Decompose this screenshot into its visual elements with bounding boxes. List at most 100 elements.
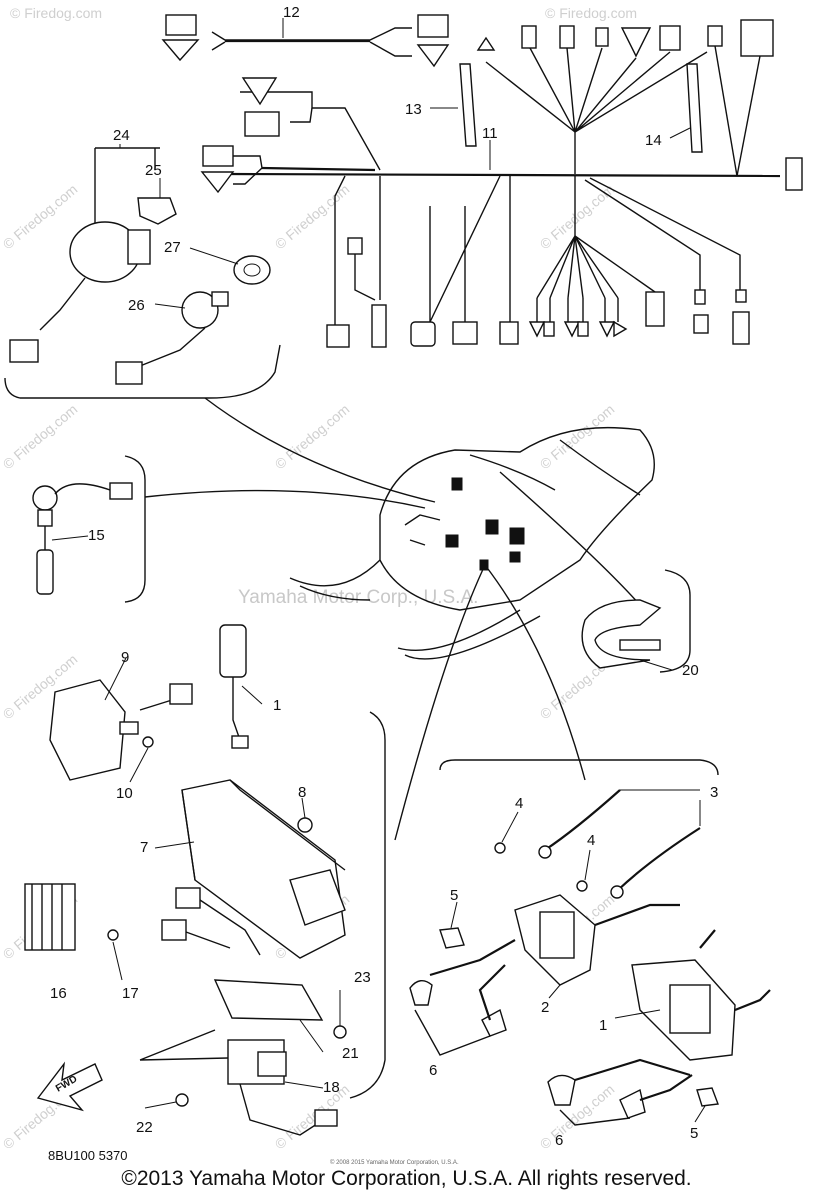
connector <box>410 321 436 347</box>
bolt <box>175 1093 189 1107</box>
cable-tie <box>686 63 703 153</box>
callout-18: 18 <box>323 1079 340 1096</box>
cdi-bracket <box>289 869 346 926</box>
component-marker <box>509 527 525 545</box>
terminal <box>610 885 624 899</box>
mount-plate <box>119 721 139 735</box>
connector <box>416 44 450 68</box>
callout-2: 2 <box>541 999 549 1016</box>
connector <box>244 111 280 137</box>
snowmobile-body <box>289 426 655 660</box>
callout-4b: 4 <box>587 832 595 849</box>
clamp <box>439 927 465 949</box>
connector <box>326 324 350 348</box>
wire-harness <box>161 14 803 348</box>
watermark: © Firedog.com <box>545 5 637 21</box>
sensor <box>36 549 54 595</box>
rectifier-group <box>49 679 193 781</box>
callout-26: 26 <box>128 297 145 314</box>
connector <box>693 314 709 334</box>
relay-body <box>257 1051 287 1077</box>
connector <box>559 25 575 49</box>
callout-12: 12 <box>283 4 300 21</box>
connector <box>200 171 235 194</box>
callout-23: 23 <box>354 969 371 986</box>
callout-16: 16 <box>50 985 67 1002</box>
connector <box>740 19 774 57</box>
watermark: © Firedog.com <box>272 1081 353 1152</box>
bolt <box>297 817 313 833</box>
grommet <box>233 255 271 285</box>
callout-6b: 6 <box>555 1132 563 1149</box>
connector <box>528 321 546 338</box>
relay-bracket <box>213 979 324 1021</box>
rectifier <box>49 679 126 781</box>
callout-7: 7 <box>140 839 148 856</box>
callout-11: 11 <box>482 125 498 142</box>
connector <box>115 361 143 385</box>
plug-cap <box>481 1008 507 1037</box>
connector <box>202 145 234 167</box>
callout-1: 1 <box>599 1017 607 1034</box>
component-marker <box>451 477 463 491</box>
connector <box>499 321 519 345</box>
connector <box>241 77 278 106</box>
condenser-group <box>219 624 249 749</box>
cable-band-strip <box>619 639 661 651</box>
connector <box>785 157 803 191</box>
connector <box>732 311 750 345</box>
bolt <box>107 929 119 941</box>
watermark: © Firedog.com <box>537 401 618 472</box>
cable-tie <box>459 63 477 147</box>
callout-9: 9 <box>121 649 129 666</box>
coil-body <box>669 984 711 1034</box>
thermo-switch-body <box>37 509 53 527</box>
coil-body <box>539 911 575 959</box>
connector <box>659 25 681 51</box>
connector <box>476 36 496 51</box>
cdi-unit-group <box>161 711 386 1099</box>
switch <box>181 291 219 329</box>
callout-10: 10 <box>116 785 133 802</box>
connector <box>543 321 555 337</box>
component-marker <box>479 559 489 571</box>
connector <box>694 289 706 305</box>
watermark-center: Yamaha Motor Corp., U.S.A. <box>238 587 478 608</box>
connector <box>735 289 747 303</box>
condenser <box>219 624 247 678</box>
connector <box>9 339 39 363</box>
watermark: © Firedog.com <box>0 401 80 472</box>
callout-27: 27 <box>164 239 181 256</box>
watermark: © Firedog.com <box>0 181 80 252</box>
thermo-switch-group <box>32 455 146 603</box>
cdi-unit <box>181 779 346 959</box>
connector <box>371 304 387 348</box>
terminal <box>538 845 552 859</box>
connector <box>577 321 589 337</box>
switch-knob <box>211 291 229 307</box>
connector <box>563 321 581 338</box>
clip <box>137 197 177 225</box>
regulator <box>24 883 76 951</box>
callout-21: 21 <box>342 1045 359 1062</box>
callout-14: 14 <box>645 132 662 149</box>
bolt <box>494 842 506 854</box>
band-group <box>581 569 691 673</box>
bolt <box>576 880 588 892</box>
callout-13: 13 <box>405 101 422 118</box>
tiny-credit: © 2008 2015 Yamaha Motor Corporation, U.… <box>330 1159 459 1166</box>
relay-group <box>139 979 347 1136</box>
connector <box>161 919 187 941</box>
callout-5b: 5 <box>690 1125 698 1142</box>
callout-15: 15 <box>88 527 105 544</box>
bolt <box>142 736 154 748</box>
copyright-notice: ©2013 Yamaha Motor Corporation, U.S.A. A… <box>121 1167 692 1190</box>
callout-6a: 6 <box>429 1062 437 1079</box>
callouts: 12 13 11 14 24 25 27 26 15 20 9 1 10 8 7… <box>50 4 718 1149</box>
connector <box>165 14 197 36</box>
thermo-switch <box>32 485 58 511</box>
cable-band <box>581 599 662 669</box>
connector <box>175 887 201 909</box>
callout-5a: 5 <box>450 887 458 904</box>
